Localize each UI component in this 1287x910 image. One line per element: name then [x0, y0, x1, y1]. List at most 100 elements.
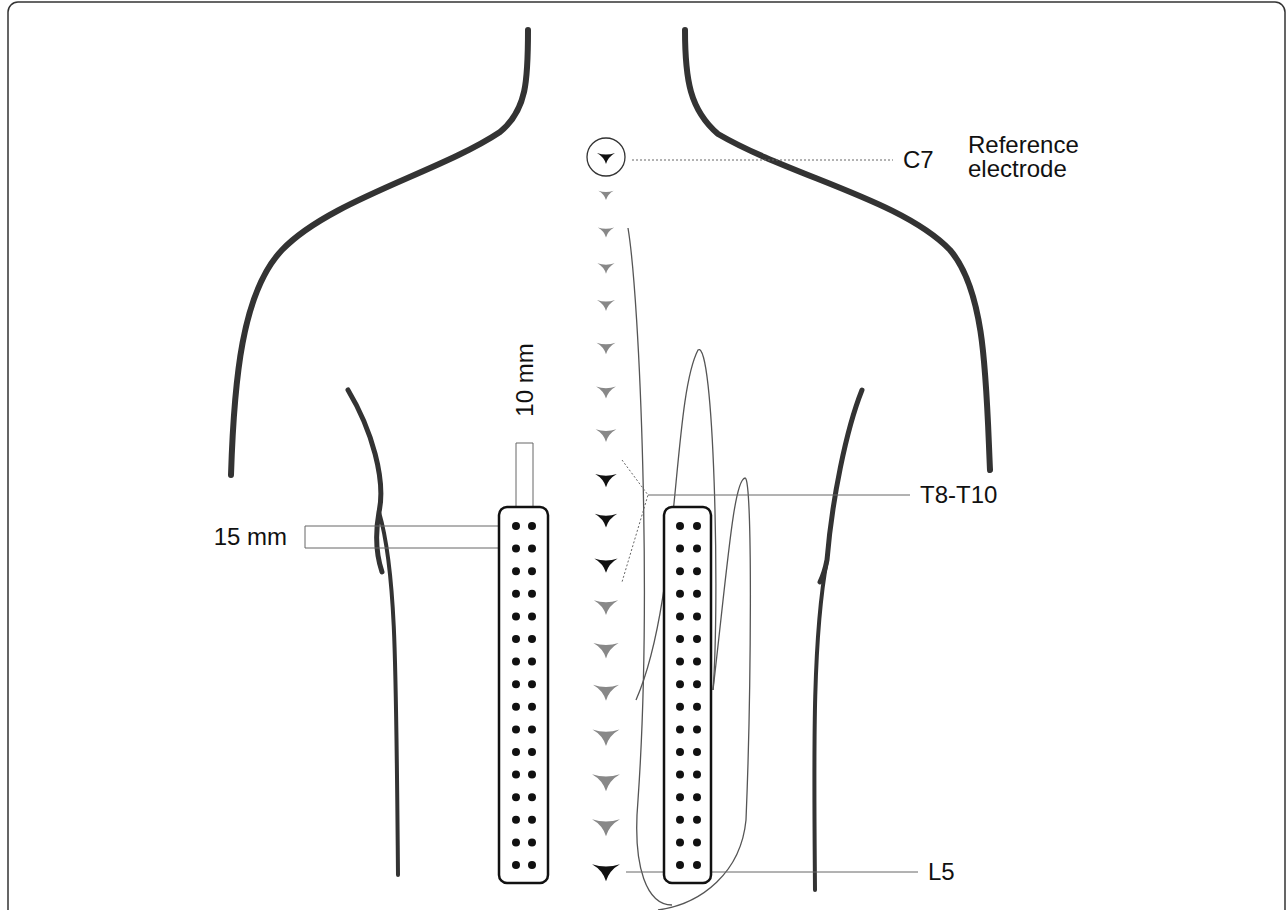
- electrode-dot: [512, 861, 520, 869]
- electrode-dot: [676, 748, 684, 756]
- vertebra: [597, 343, 616, 355]
- electrode-dot: [693, 612, 701, 620]
- electrode-dot: [676, 567, 684, 575]
- electrode-dot: [528, 703, 536, 711]
- electrode-dot: [512, 545, 520, 553]
- electrode-dot: [693, 748, 701, 756]
- vertebra: [593, 685, 619, 701]
- vertebra: [593, 730, 620, 747]
- vertebra-label: T8-T10: [920, 483, 997, 507]
- electrode-dot: [693, 725, 701, 733]
- electrode-dot: [676, 793, 684, 801]
- electrode-dot: [512, 748, 520, 756]
- electrode-dot: [512, 793, 520, 801]
- leader-line: [632, 160, 893, 161]
- electrode-dot: [676, 680, 684, 688]
- electrode-dot: [693, 567, 701, 575]
- electrode-dot: [676, 658, 684, 666]
- electrode-dot: [676, 725, 684, 733]
- electrode-dot: [528, 861, 536, 869]
- vertebra: [597, 300, 615, 311]
- electrode-dot: [512, 522, 520, 530]
- electrode-dot: [676, 545, 684, 553]
- electrode-dot: [676, 861, 684, 869]
- electrode-dot: [676, 590, 684, 598]
- right-torso: [814, 560, 827, 890]
- electrode-dot: [528, 816, 536, 824]
- electrode-array: [499, 507, 548, 883]
- electrode-dot: [512, 635, 520, 643]
- electrode-dot: [693, 522, 701, 530]
- vertebra-label: C7: [903, 148, 934, 172]
- electrode-dot: [528, 567, 536, 575]
- electrode-dot: [528, 725, 536, 733]
- electrode-arrays: [499, 507, 711, 883]
- vertebra: [594, 559, 617, 573]
- electrode-dot: [693, 658, 701, 666]
- electrode-dot: [528, 545, 536, 553]
- electrode-dot: [528, 680, 536, 688]
- vertebra: [597, 153, 615, 164]
- electrode-dot: [512, 680, 520, 688]
- muscle-outline: [628, 228, 750, 910]
- electrode-dot: [676, 703, 684, 711]
- vertebra: [598, 191, 613, 200]
- electrode-dot: [693, 703, 701, 711]
- electrode-dot: [693, 590, 701, 598]
- electrode-dot: [693, 838, 701, 846]
- electrode-label: Reference electrode: [968, 133, 1108, 181]
- electrode-dot: [676, 612, 684, 620]
- vertebra-label: L5: [928, 860, 955, 884]
- muscle-line: [658, 478, 750, 910]
- electrode-dot: [528, 522, 536, 530]
- left-arm: [348, 390, 382, 572]
- electrode-dot: [676, 635, 684, 643]
- electrode-dot: [528, 658, 536, 666]
- leader-line: [648, 495, 910, 496]
- electrode-dot: [512, 725, 520, 733]
- vertebrae: [592, 153, 620, 881]
- electrode-dots: [512, 522, 701, 869]
- electrode-dot: [528, 635, 536, 643]
- figure-frame: [8, 2, 1285, 910]
- electrode-dot: [528, 838, 536, 846]
- electrode-dot: [693, 545, 701, 553]
- vertebra: [597, 263, 614, 273]
- electrode-dot: [676, 816, 684, 824]
- bracket: [622, 460, 648, 582]
- vertebra: [594, 600, 618, 615]
- electrode-dot: [693, 680, 701, 688]
- dimension-label: 10 mm: [513, 343, 537, 416]
- electrode-dot: [693, 816, 701, 824]
- electrode-dot: [676, 522, 684, 530]
- vertebra: [596, 387, 616, 399]
- electrode-dot: [512, 703, 520, 711]
- dimension-line: [305, 526, 515, 548]
- electrode-dot: [693, 861, 701, 869]
- dimension-label: 15 mm: [214, 525, 287, 549]
- vertebra: [596, 429, 617, 442]
- vertebra: [593, 643, 618, 658]
- vertebra: [592, 774, 620, 791]
- electrode-dot: [512, 590, 520, 598]
- electrode-dot: [512, 658, 520, 666]
- electrode-dot: [512, 612, 520, 620]
- electrode-dot: [693, 771, 701, 779]
- electrode-dot: [693, 635, 701, 643]
- electrode-dot: [676, 838, 684, 846]
- electrode-dot: [528, 771, 536, 779]
- electrode-dot: [512, 838, 520, 846]
- vertebra: [595, 474, 617, 487]
- electrode-dot: [676, 771, 684, 779]
- right-shoulder: [685, 30, 990, 470]
- reference-electrode: [587, 138, 625, 176]
- electrode-dot: [528, 748, 536, 756]
- electrode-dot: [693, 793, 701, 801]
- vertebra: [598, 228, 614, 238]
- vertebra: [592, 864, 620, 881]
- right-arm: [820, 390, 862, 582]
- electrode-dot: [528, 793, 536, 801]
- electrode-dot: [528, 590, 536, 598]
- vertebra: [595, 514, 618, 528]
